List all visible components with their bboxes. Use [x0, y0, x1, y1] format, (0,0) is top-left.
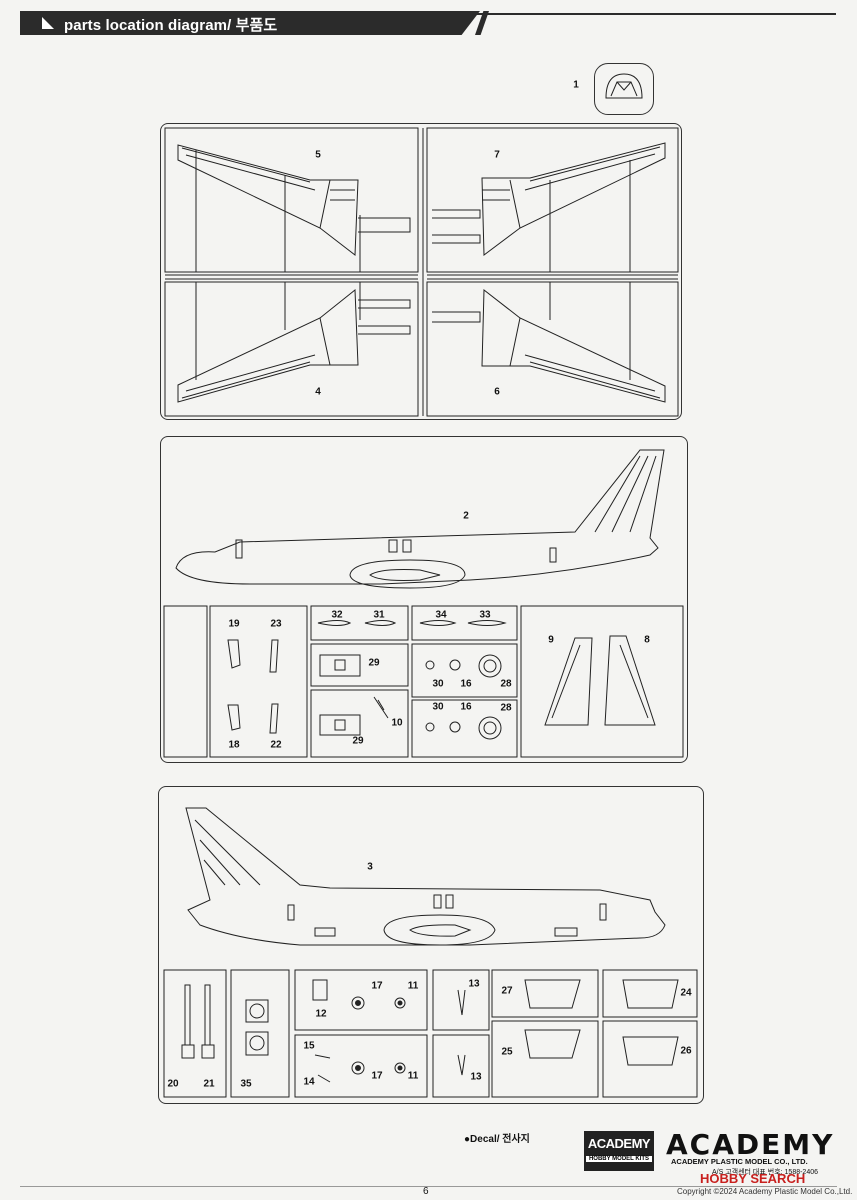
part-label-30b: 30 — [432, 701, 444, 713]
part-label-23: 23 — [270, 618, 282, 630]
page-title: parts location diagram/ 부품도 — [64, 17, 278, 34]
part-label-21: 21 — [203, 1078, 215, 1090]
academy-badge-logo: ACADEMY HOBBY MODEL KITS — [584, 1131, 654, 1171]
part-label-22: 22 — [270, 739, 282, 751]
part-label-2: 2 — [463, 510, 469, 522]
part-label-29a: 29 — [368, 657, 380, 669]
part-label-26: 26 — [680, 1045, 692, 1057]
part-label-10: 10 — [391, 717, 403, 729]
decal-note: ●Decal/ 전사지 — [464, 1134, 530, 1145]
part-label-25: 25 — [501, 1046, 513, 1058]
hobby-search-watermark: HOBBY SEARCH — [700, 1171, 806, 1186]
page-number: 6 — [423, 1186, 429, 1197]
part-label-28b: 28 — [500, 702, 512, 714]
part-label-12: 12 — [315, 1008, 327, 1020]
part-label-15: 15 — [303, 1040, 315, 1052]
part-label-11b: 11 — [407, 1070, 419, 1082]
part-label-11a: 11 — [407, 980, 419, 992]
part-label-1: 1 — [573, 79, 579, 91]
footer-rule — [20, 1186, 837, 1187]
part-label-32: 32 — [331, 609, 343, 621]
part-label-24: 24 — [680, 987, 692, 999]
service-number: A/S 고객센터 대표 번호: 1588-2406 — [712, 1169, 819, 1176]
part-label-5: 5 — [315, 149, 321, 161]
part-label-30a: 30 — [432, 678, 444, 690]
part-label-7: 7 — [494, 149, 500, 161]
part-label-17a: 17 — [371, 980, 383, 992]
sprue-wings — [160, 123, 682, 420]
academy-wordmark: ACADEMY — [666, 1128, 835, 1161]
part-label-20: 20 — [167, 1078, 179, 1090]
part-label-9: 9 — [548, 634, 554, 646]
part-label-4: 4 — [315, 386, 321, 398]
part-label-17b: 17 — [371, 1070, 383, 1082]
company-name: ACADEMY PLASTIC MODEL CO., LTD. — [671, 1157, 808, 1166]
part-label-31: 31 — [373, 609, 385, 621]
part-label-16a: 16 — [460, 678, 472, 690]
part-1-frame — [594, 63, 654, 115]
badge-title: ACADEMY — [587, 1136, 651, 1151]
part-label-13b: 13 — [470, 1071, 482, 1083]
part-label-8: 8 — [644, 634, 650, 646]
part-label-33: 33 — [479, 609, 491, 621]
section-header: parts location diagram/ 부품도 — [20, 11, 836, 35]
header-bar — [20, 11, 480, 35]
copyright-text: Copyright ©2024 Academy Plastic Model Co… — [677, 1187, 853, 1196]
triangle-icon — [42, 17, 54, 29]
part-label-19: 19 — [228, 618, 240, 630]
part-label-16b: 16 — [460, 701, 472, 713]
part-label-3: 3 — [367, 861, 373, 873]
part-label-18: 18 — [228, 739, 240, 751]
part-label-13a: 13 — [468, 978, 480, 990]
sprue-fuselage-right — [158, 786, 704, 1104]
part-label-29b: 29 — [352, 735, 364, 747]
part-label-28a: 28 — [500, 678, 512, 690]
part-label-34: 34 — [435, 609, 447, 621]
badge-subtitle: HOBBY MODEL KITS — [586, 1156, 652, 1162]
part-label-27: 27 — [501, 985, 513, 997]
part-label-6: 6 — [494, 386, 500, 398]
part-label-14: 14 — [303, 1076, 315, 1088]
sprue-fuselage-left — [160, 436, 688, 763]
part-label-35: 35 — [240, 1078, 252, 1090]
